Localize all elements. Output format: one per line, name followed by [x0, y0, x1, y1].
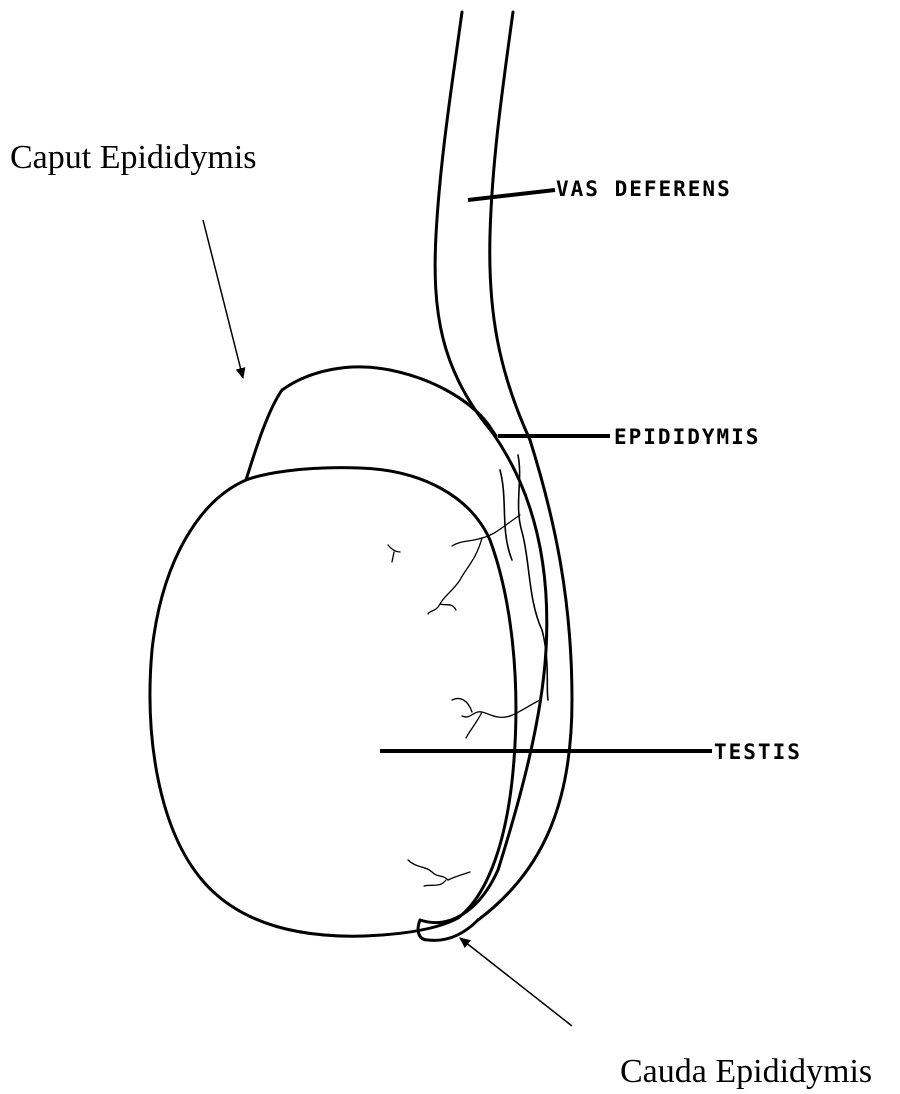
caput-arrow	[203, 220, 243, 378]
cauda-arrow	[460, 938, 572, 1026]
vas-deferens-leader	[468, 190, 555, 200]
epididymis-body	[420, 432, 572, 923]
cauda-epididymis-label: Cauda Epididymis	[620, 1053, 872, 1090]
testis-body	[150, 468, 516, 937]
vas-deferens-tube	[435, 12, 530, 440]
vas-deferens-label: VAS DEFERENS	[556, 177, 732, 201]
testis-label: TESTIS	[714, 740, 802, 764]
epididymis-label: EPIDIDYMIS	[614, 425, 760, 449]
caput-epididymis-label: Caput Epididymis	[10, 139, 257, 176]
